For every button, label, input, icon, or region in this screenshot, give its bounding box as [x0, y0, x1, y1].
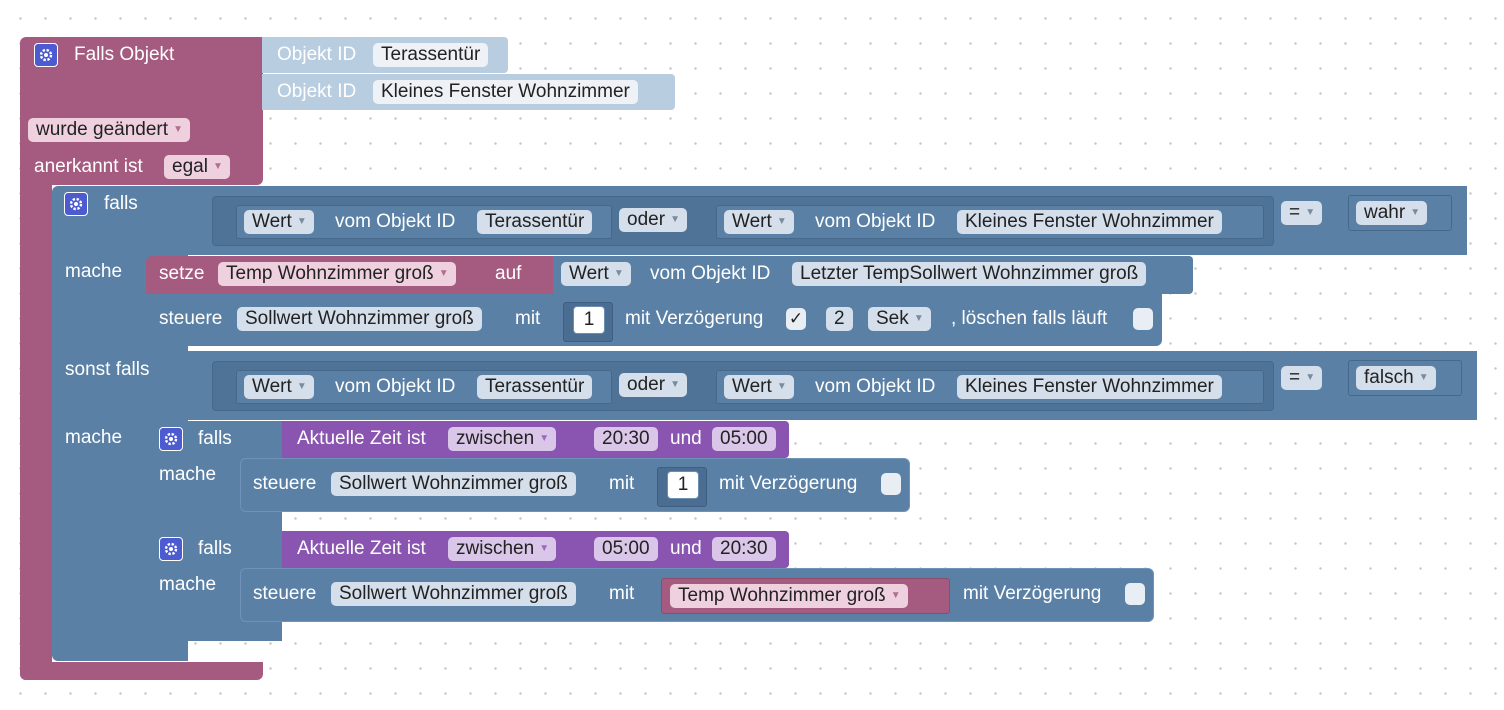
mit-label: mit — [609, 473, 635, 494]
number-input[interactable]: 1 — [667, 471, 699, 499]
auf-label: auf — [495, 263, 522, 284]
if-label: falls — [198, 428, 232, 449]
gear-icon[interactable] — [34, 43, 58, 67]
mache-label: mache — [65, 261, 123, 282]
delay-label: mit Verzögerung — [625, 308, 764, 329]
unit-dropdown[interactable]: Sek — [868, 307, 931, 331]
mit-label: mit — [515, 308, 541, 329]
time-to-field[interactable]: 20:30 — [712, 537, 776, 561]
time-from-field[interactable]: 20:30 — [594, 427, 658, 451]
steuere-label: steuere — [159, 308, 223, 329]
time-mode-dropdown[interactable]: zwischen — [448, 537, 557, 561]
else-if-label: sonst falls — [65, 359, 150, 380]
event-title: Falls Objekt — [74, 44, 175, 65]
und-label: und — [670, 428, 702, 449]
event-block-spine — [20, 180, 52, 680]
vom-label: vom Objekt ID — [815, 211, 936, 232]
time-from-field[interactable]: 05:00 — [594, 537, 658, 561]
object-field[interactable]: Kleines Fenster Wohnzimmer — [957, 375, 1222, 399]
mache-label: mache — [159, 574, 217, 595]
time-label: Aktuelle Zeit ist — [297, 538, 426, 559]
objid-label: Objekt ID — [277, 81, 357, 102]
mache-label: mache — [65, 427, 123, 448]
mache-label: mache — [159, 464, 217, 485]
object-field[interactable]: Letzter TempSollwert Wohnzimmer groß — [792, 262, 1147, 286]
variable-dropdown[interactable]: Temp Wohnzimmer groß — [670, 584, 908, 608]
delay-label: mit Verzögerung — [963, 583, 1102, 604]
operator-dropdown[interactable]: = — [1281, 366, 1323, 390]
or-dropdown[interactable]: oder — [619, 373, 688, 397]
event-block-bottom — [20, 662, 263, 680]
delay-checkbox[interactable] — [1125, 583, 1145, 605]
changed-dropdown[interactable]: wurde geändert — [28, 118, 191, 142]
target-field[interactable]: Sollwert Wohnzimmer groß — [331, 472, 576, 496]
clear-checkbox[interactable] — [1133, 308, 1153, 330]
or-dropdown[interactable]: oder — [619, 208, 688, 232]
nested-if-bottom — [146, 512, 282, 530]
gear-icon[interactable] — [64, 192, 88, 216]
if-label: falls — [198, 538, 232, 559]
mit-label: mit — [609, 583, 635, 604]
time-label: Aktuelle Zeit ist — [297, 428, 426, 449]
vom-label: vom Objekt ID — [335, 211, 456, 232]
wert-dropdown[interactable]: Wert — [244, 375, 314, 399]
if-label: falls — [104, 193, 138, 214]
vom-label: vom Objekt ID — [650, 263, 771, 284]
clear-label: , löschen falls läuft — [951, 308, 1108, 329]
setze-label: setze — [159, 263, 205, 284]
gear-icon[interactable] — [159, 537, 183, 561]
target-field[interactable]: Sollwert Wohnzimmer groß — [237, 307, 482, 331]
ack-label: anerkannt ist — [34, 156, 143, 177]
objid-label: Objekt ID — [277, 44, 357, 65]
delay-label: mit Verzögerung — [719, 473, 858, 494]
object-field[interactable]: Terassentür — [373, 43, 489, 67]
und-label: und — [670, 538, 702, 559]
bool-dropdown[interactable]: falsch — [1356, 366, 1436, 390]
variable-dropdown[interactable]: Temp Wohnzimmer groß — [218, 262, 456, 286]
number-input[interactable]: 1 — [573, 306, 605, 334]
delay-number[interactable]: 2 — [826, 307, 853, 331]
steuere-label: steuere — [253, 583, 317, 604]
object-field[interactable]: Kleines Fenster Wohnzimmer — [373, 80, 638, 104]
object-field[interactable]: Terassentür — [477, 375, 593, 399]
time-mode-dropdown[interactable]: zwischen — [448, 427, 557, 451]
time-to-field[interactable]: 05:00 — [712, 427, 776, 451]
ack-dropdown[interactable]: egal — [164, 155, 230, 179]
wert-dropdown[interactable]: Wert — [561, 262, 631, 286]
gear-icon[interactable] — [159, 427, 183, 451]
target-field[interactable]: Sollwert Wohnzimmer groß — [331, 582, 576, 606]
delay-checkbox[interactable]: ✓ — [786, 308, 806, 330]
steuere-label: steuere — [253, 473, 317, 494]
vom-label: vom Objekt ID — [815, 376, 936, 397]
wert-dropdown[interactable]: Wert — [724, 375, 794, 399]
vom-label: vom Objekt ID — [335, 376, 456, 397]
operator-dropdown[interactable]: = — [1281, 201, 1323, 225]
delay-checkbox[interactable] — [881, 473, 901, 495]
object-field[interactable]: Kleines Fenster Wohnzimmer — [957, 210, 1222, 234]
wert-dropdown[interactable]: Wert — [724, 210, 794, 234]
wert-dropdown[interactable]: Wert — [244, 210, 314, 234]
bool-dropdown[interactable]: wahr — [1356, 201, 1428, 225]
object-field[interactable]: Terassentür — [477, 210, 593, 234]
